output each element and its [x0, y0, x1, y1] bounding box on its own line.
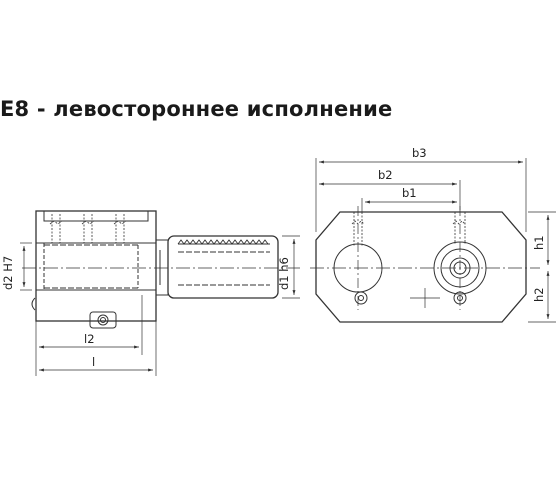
dim-b3-label: b3 [412, 146, 427, 160]
dim-h2-label: h2 [532, 287, 546, 302]
clamp-strip [43, 210, 149, 222]
side-tab-hole [97, 314, 109, 326]
mount-hole-left [354, 291, 368, 305]
side-view [20, 210, 300, 376]
dim-d1-label: d1 h6 [277, 257, 291, 290]
dim-b1-label: b1 [402, 186, 417, 200]
front-view [310, 158, 556, 323]
dim-b2-label: b2 [378, 168, 393, 182]
dim-l-label: l [92, 355, 95, 369]
dim-l2-label: l2 [84, 332, 95, 346]
side-tab [89, 311, 117, 329]
shank [155, 239, 169, 296]
page-title: E8 - левостороннее исполнение [0, 97, 393, 121]
flange-outline [315, 211, 527, 323]
clamp-screws [49, 214, 127, 243]
shank-serrations [177, 239, 269, 245]
dim-h1-label: h1 [532, 235, 546, 250]
dim-d2-label: d2 H7 [1, 256, 15, 290]
